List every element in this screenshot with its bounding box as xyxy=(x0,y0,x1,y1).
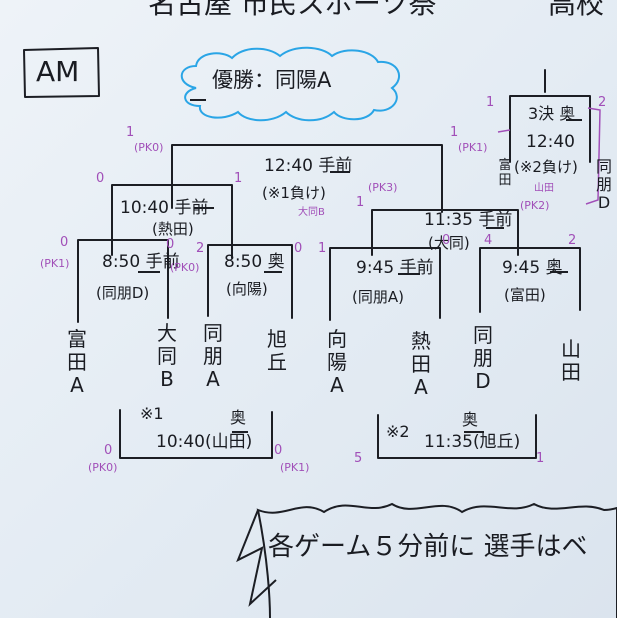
score-cons-1a: 0 xyxy=(104,443,113,458)
score-final-left: 1 xyxy=(126,125,135,140)
side-team-doho-d: 同朋D xyxy=(596,157,613,212)
consolation-1-label: ※1 xyxy=(140,404,164,423)
score-r1-4a: 4 xyxy=(484,233,493,248)
side-team-yamada-tag: 山田 xyxy=(534,183,554,194)
score-cons-2a: 5 xyxy=(354,451,363,466)
team-5: 向陽A xyxy=(327,327,347,397)
pk-r1-1b: (PK0) xyxy=(170,261,200,274)
pk-r1-1a: (PK1) xyxy=(40,257,70,270)
score-semi-left-a: 0 xyxy=(96,171,105,186)
consolation-2-time: 11:35(旭丘) xyxy=(424,432,521,452)
team-8: 山田 xyxy=(561,337,581,384)
side-team-tomita: 富田 xyxy=(498,158,512,188)
team-6: 熱田A xyxy=(411,329,431,399)
team-3: 同朋A xyxy=(203,321,223,391)
final-tag: 大同B xyxy=(298,207,325,218)
pk-final-left: (PK0) xyxy=(134,141,164,154)
third-place-time: 12:40 xyxy=(526,132,575,152)
score-r1-1a: 0 xyxy=(60,235,69,250)
team-1: 富田A xyxy=(67,327,87,397)
third-place-note: (※2負け) xyxy=(514,158,578,176)
score-third-a: 1 xyxy=(486,95,495,110)
team-7: 同朋D xyxy=(473,323,493,393)
semi-left-time: 10:40 手前 xyxy=(120,198,209,218)
r1-match-2-time: 8:50 奥 xyxy=(224,252,285,272)
score-cons-1b: 0 xyxy=(274,443,283,458)
consolation-2-court: 奥 xyxy=(462,410,479,429)
team-2: 大同B xyxy=(157,321,177,391)
r1-match-3-time: 9:45 手前 xyxy=(356,258,434,278)
score-semi-right-a: 1 xyxy=(356,195,365,210)
score-r1-2b: 0 xyxy=(294,241,303,256)
r1-match-3-sub: (同朋A) xyxy=(352,288,404,306)
pk-cons-1b: (PK1) xyxy=(280,461,310,474)
score-r1-2a: 2 xyxy=(196,241,205,256)
notice-text: 各ゲーム５分前に 選手はベ xyxy=(268,532,588,562)
score-r1-1b: 0 xyxy=(166,237,175,252)
third-place-label: 3決 奥 xyxy=(528,104,576,123)
consolation-1-time: 10:40(山田) xyxy=(156,432,253,452)
pk-semi-right: (PK2) xyxy=(520,199,550,212)
consolation-2-label: ※2 xyxy=(386,422,410,441)
semi-right-sub: (大同) xyxy=(428,234,470,252)
score-r1-3a: 1 xyxy=(318,241,327,256)
team-4: 旭丘 xyxy=(267,327,287,374)
final-note: (※1負け) xyxy=(262,184,326,202)
pk-cons-1a: (PK0) xyxy=(88,461,118,474)
pk-final-mid: (PK3) xyxy=(368,181,398,194)
score-r1-3b: 0 xyxy=(442,233,451,248)
winner-label: 優勝：同陽A xyxy=(212,68,332,92)
pk-final-right: (PK1) xyxy=(458,141,488,154)
session-label: AM xyxy=(36,55,80,88)
r1-match-2-sub: (向陽) xyxy=(226,280,268,298)
page-title-right: 高校 xyxy=(548,0,605,20)
score-semi-left-b: 1 xyxy=(234,171,243,186)
r1-match-4-time: 9:45 奥 xyxy=(502,258,563,278)
score-final-right: 1 xyxy=(450,125,459,140)
r1-match-4-sub: (富田) xyxy=(504,286,546,304)
score-cons-2b: 1 xyxy=(536,451,545,466)
semi-left-sub: (熱田) xyxy=(152,220,194,238)
score-third-b: 2 xyxy=(598,95,607,110)
semi-right-time: 11:35 手前 xyxy=(424,210,513,230)
page-title: 名古屋 市民スポーツ祭 xyxy=(148,0,437,20)
final-time: 12:40 手前 xyxy=(264,156,353,176)
score-r1-4b: 2 xyxy=(568,233,577,248)
consolation-1-court: 奥 xyxy=(230,408,247,427)
r1-match-1-sub: (同朋D) xyxy=(96,284,150,302)
r1-match-1-time: 8:50 手前 xyxy=(102,252,180,272)
